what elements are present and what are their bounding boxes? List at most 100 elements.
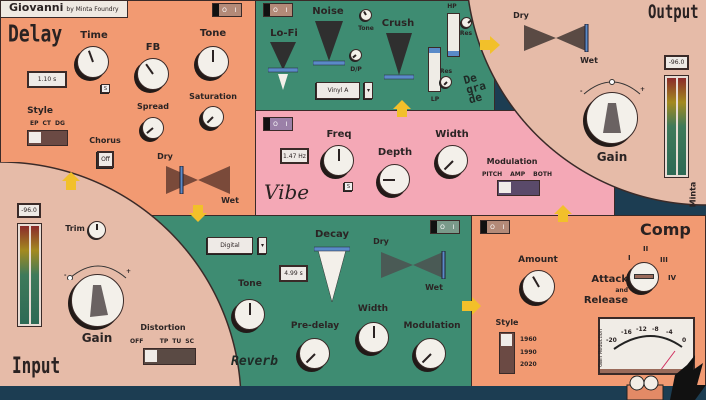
decay-slider[interactable] <box>314 246 350 304</box>
attack-label: Attack <box>591 274 628 285</box>
attack-pos-1[interactable]: I <box>628 254 631 262</box>
noise-tone-knob[interactable] <box>360 9 372 21</box>
style-switch[interactable] <box>27 130 68 146</box>
reverb-type-dropdown-arrow[interactable]: ▾ <box>258 237 267 254</box>
comp-style-1990[interactable]: 1990 <box>520 349 537 356</box>
attack-pos-2[interactable]: II <box>643 245 649 253</box>
predelay-knob[interactable] <box>299 338 330 369</box>
noise-tone-label: Tone <box>358 25 374 32</box>
freq-label: Freq <box>326 129 352 140</box>
output-logo: Output <box>648 2 699 24</box>
output-mix-bowtie[interactable] <box>524 24 590 52</box>
power-off: O <box>222 6 227 14</box>
comp-logo: Comp <box>640 220 691 239</box>
delay-dry-label: Dry <box>157 152 173 161</box>
power-on: I <box>452 223 455 231</box>
arrow-up-stem <box>66 181 76 190</box>
depth-knob[interactable] <box>379 164 410 195</box>
input-logo: Input <box>12 352 61 379</box>
dist-sc[interactable]: SC <box>185 338 194 345</box>
modulation-label: Modulation <box>486 157 538 166</box>
distortion-switch[interactable] <box>143 348 196 365</box>
style-ct[interactable]: CT <box>42 120 52 127</box>
time-sync-button[interactable]: S <box>101 84 110 93</box>
output-gain-knob[interactable] <box>586 92 638 144</box>
freq-knob[interactable] <box>323 145 354 176</box>
arrow-right-stem <box>462 301 472 311</box>
delay-logo: Delay <box>8 20 63 49</box>
trim-knob[interactable] <box>88 221 106 239</box>
comp-style-2020[interactable]: 2020 <box>520 361 537 368</box>
modulation-switch[interactable] <box>497 180 540 196</box>
fb-knob[interactable] <box>137 58 169 90</box>
arrow-down-icon <box>189 213 207 222</box>
output-gain-label: Gain <box>596 150 628 164</box>
delay-wet-label: Wet <box>221 196 239 205</box>
gain-reduction-meter: Gain Reduction -20 -16 -12 -8 -4 0 <box>598 317 695 375</box>
dist-off[interactable]: OFF <box>130 338 144 345</box>
reverb-modulation-knob[interactable] <box>415 338 446 369</box>
noise-type-dropdown[interactable]: Vinyl A <box>316 82 360 99</box>
reverb-tone-knob[interactable] <box>234 299 265 330</box>
and-label: and <box>615 287 628 294</box>
input-gain-knob[interactable] <box>71 274 124 327</box>
reverb-type-dropdown[interactable]: Digital <box>207 237 253 254</box>
freq-display[interactable]: 1.47 Hz <box>280 148 309 164</box>
arrow-up-icon <box>62 172 80 181</box>
vu-tick: -4 <box>666 329 673 336</box>
reverb-width-knob[interactable] <box>358 322 389 353</box>
delay-mix-bowtie[interactable] <box>166 166 232 194</box>
distortion-label: Distortion <box>140 323 186 332</box>
time-knob[interactable] <box>77 46 109 78</box>
dist-tu[interactable]: TU <box>172 338 182 345</box>
crush-slider[interactable] <box>384 33 414 81</box>
saturation-knob[interactable] <box>202 106 224 128</box>
dist-tp[interactable]: TP <box>159 338 169 345</box>
noise-slider[interactable] <box>313 21 345 67</box>
brand-name: Giovanni <box>9 1 64 14</box>
attack-release-knob[interactable] <box>629 262 659 292</box>
style-ep[interactable]: EP <box>30 120 39 127</box>
freq-sync-button[interactable]: S <box>344 182 353 191</box>
time-display[interactable]: 1.10 s <box>27 71 67 88</box>
reverb-mix-bowtie[interactable] <box>381 251 447 279</box>
output-gain-arc <box>583 79 641 95</box>
style-dg[interactable]: DG <box>55 120 65 127</box>
attack-pos-3[interactable]: III <box>660 256 668 264</box>
lp-slider[interactable] <box>428 47 441 92</box>
lp-res-label: Res <box>439 68 453 75</box>
depth-label: Depth <box>377 147 413 158</box>
input-gain-label: Gain <box>81 331 113 345</box>
mod-pitch[interactable]: PITCH <box>482 171 503 178</box>
mod-amp[interactable]: AMP <box>510 171 526 178</box>
comp-style-1960[interactable]: 1960 <box>520 336 537 343</box>
mod-both[interactable]: BOTH <box>533 171 552 178</box>
lp-res-knob[interactable] <box>440 76 452 88</box>
spread-knob[interactable] <box>142 117 164 139</box>
attack-pos-4[interactable]: IV <box>668 274 677 282</box>
noise-type-dropdown-arrow[interactable]: ▾ <box>364 82 373 99</box>
reverb-logo: Reverb <box>231 354 278 369</box>
hp-res-knob[interactable] <box>461 17 472 28</box>
comp-style-switch[interactable] <box>499 332 515 374</box>
arrow-down-stem <box>193 205 203 214</box>
time-label: Time <box>80 30 108 41</box>
chorus-button[interactable]: Off <box>97 151 114 168</box>
vibe-logo: Vibe <box>264 180 310 204</box>
reverb-width-label: Width <box>357 304 389 314</box>
vu-tick: -12 <box>636 326 647 333</box>
lofi-slider[interactable] <box>268 42 298 92</box>
hp-slider[interactable] <box>447 13 460 57</box>
decay-label: Decay <box>315 229 349 240</box>
tone-knob[interactable] <box>197 46 229 78</box>
amount-knob[interactable] <box>522 270 555 303</box>
decay-display[interactable]: 4.99 s <box>279 265 308 282</box>
dp-knob[interactable] <box>350 49 362 61</box>
width-knob[interactable] <box>437 145 468 176</box>
output-gain-minus: - <box>580 88 583 95</box>
